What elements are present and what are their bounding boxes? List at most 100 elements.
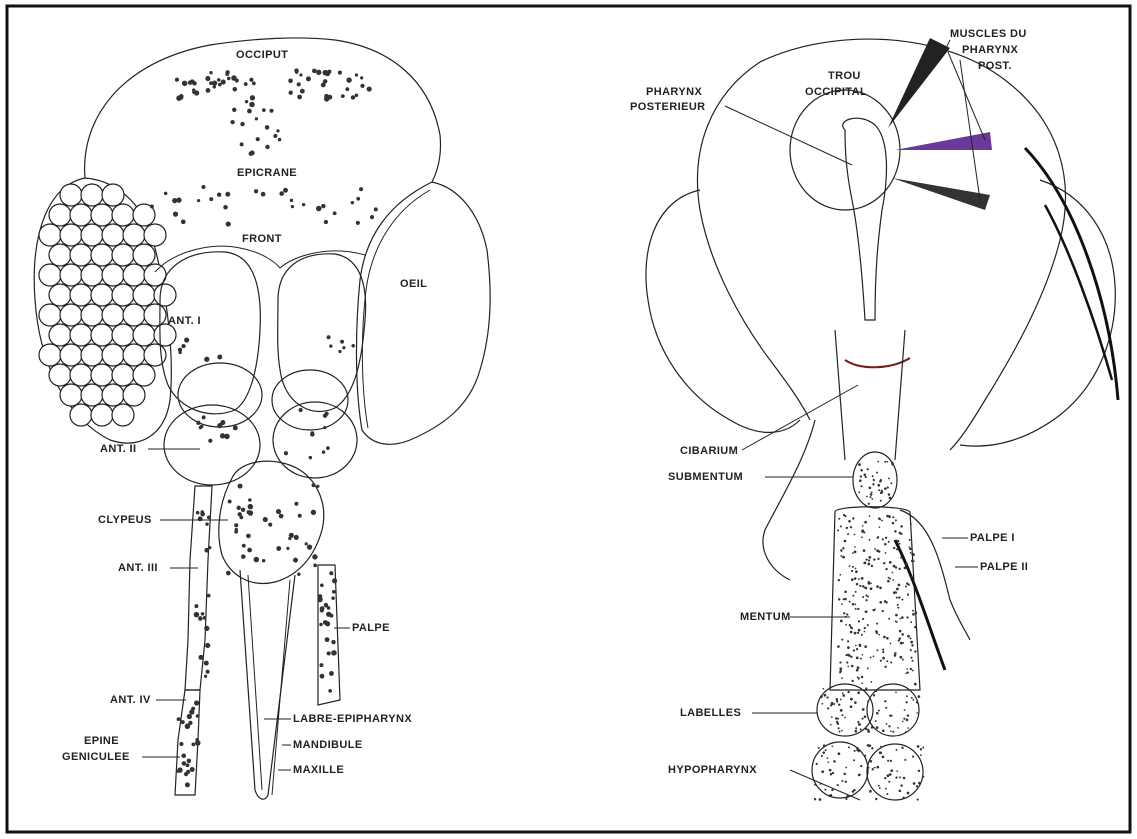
stipple-dot [821, 755, 823, 757]
stipple-dot [885, 552, 887, 554]
stipple-dot [897, 604, 899, 606]
stipple-dot [279, 191, 284, 196]
stipple-dot [870, 657, 872, 659]
stipple-dot [201, 612, 205, 616]
stipple-dot [866, 744, 868, 746]
stipple-dot [859, 585, 861, 587]
stipple-dot [915, 612, 918, 615]
stipple-dot [204, 548, 209, 553]
stipple-dot [223, 205, 228, 210]
stipple-dot [831, 702, 834, 705]
stipple-dot [198, 655, 203, 660]
stipple-dot [906, 719, 909, 722]
stipple-dot [864, 645, 867, 648]
stipple-dot [878, 634, 880, 636]
eye-facet [144, 304, 166, 326]
stipple-dot [836, 700, 838, 702]
stipple-dot [859, 645, 861, 647]
stipple-dot [891, 462, 894, 465]
stipple-dot [217, 354, 222, 359]
stipple-dot [844, 773, 846, 775]
stipple-dot [841, 730, 843, 732]
label-pharynx-2: POSTERIEUR [630, 101, 706, 113]
stipple-dot [838, 598, 840, 600]
stipple-dot [901, 747, 903, 749]
stipple-dot [864, 521, 867, 524]
stipple-dot [837, 722, 840, 725]
stipple-dot [254, 557, 260, 563]
stipple-dot [855, 591, 857, 593]
stipple-dot [233, 87, 238, 92]
stipple-dot [902, 658, 904, 660]
stipple-dot [863, 549, 866, 552]
stipple-dot [867, 729, 869, 731]
stipple-dot [233, 425, 238, 430]
stipple-dot [309, 456, 312, 459]
stipple-dot [912, 660, 914, 662]
stipple-dot [864, 627, 866, 629]
stipple-dot [320, 663, 324, 667]
stipple-dot [911, 553, 914, 556]
stipple-dot [880, 746, 882, 748]
stipple-dot [878, 517, 880, 519]
stipple-dot [254, 189, 258, 193]
eye-facet [91, 324, 113, 346]
stipple-dot [901, 633, 904, 636]
stipple-dot [854, 534, 856, 536]
stipple-dot [323, 426, 326, 429]
stipple-dot [284, 451, 288, 455]
stipple-dot [904, 709, 906, 711]
stipple-dot [239, 516, 243, 520]
stipple-dot [911, 644, 913, 646]
stipple-dot [856, 669, 859, 672]
stipple-dot [887, 580, 890, 583]
stipple-dot [294, 502, 298, 506]
stipple-dot [194, 700, 199, 705]
eye-facet [49, 204, 71, 226]
stipple-dot [851, 665, 854, 668]
stipple-dot [181, 754, 185, 758]
stipple-dot [916, 712, 918, 714]
stipple-dot [298, 514, 302, 518]
stipple-dot [814, 784, 816, 786]
stipple-dot [861, 654, 863, 656]
stipple-dot [247, 548, 252, 553]
stipple-dot [360, 76, 363, 79]
label-muscles-2: PHARYNX [962, 44, 1018, 56]
stipple-dot [286, 547, 289, 550]
stipple-dot [321, 82, 326, 87]
stipple-dot [230, 120, 234, 124]
stipple-dot [268, 523, 272, 527]
stipple-dot [874, 767, 876, 769]
stipple-dot [868, 503, 870, 505]
stipple-dot [232, 108, 236, 112]
stipple-dot [356, 221, 360, 225]
label-mentum: MENTUM [740, 611, 791, 623]
stipple-dot [831, 716, 833, 718]
stipple-dot [839, 731, 841, 733]
stipple-dot [825, 749, 827, 751]
label-palpe-2: PALPE II [980, 561, 1028, 573]
stipple-dot [845, 781, 847, 783]
eye-facet [60, 224, 82, 246]
stipple-dot [298, 408, 302, 412]
stipple-dot [892, 579, 894, 581]
stipple-dot [186, 724, 189, 727]
stipple-dot [221, 80, 226, 85]
stipple-dot [837, 529, 839, 531]
stipple-dot [850, 626, 852, 628]
stipple-dot [918, 770, 920, 772]
stipple-dot [907, 635, 910, 638]
stipple-dot [374, 207, 378, 211]
stipple-dot [265, 125, 270, 130]
eye-facet [91, 244, 113, 266]
stipple-dot [217, 192, 221, 196]
stipple-dot [235, 528, 238, 531]
stipple-dot [850, 705, 853, 708]
stipple-dot [283, 188, 288, 193]
stipple-dot [887, 760, 889, 762]
stipple-dot [196, 511, 200, 515]
stipple-dot [851, 578, 854, 581]
eye-facet [123, 384, 145, 406]
stipple-dot [237, 506, 241, 510]
